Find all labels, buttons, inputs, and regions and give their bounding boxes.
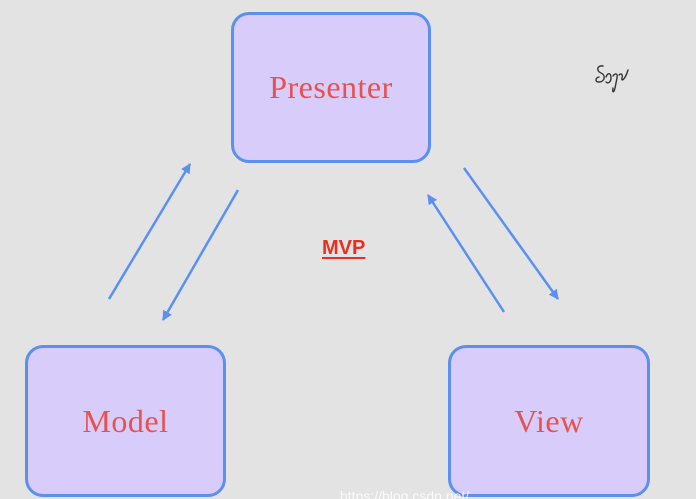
arrow-model-to-presenter [107,163,192,300]
signature-icon [595,65,629,93]
arrow-view-to-presenter [426,194,506,313]
view-node: View [448,345,650,497]
diagram-title: MVP [322,237,366,259]
arrow-presenter-to-model [161,189,240,321]
model-label: Model [82,402,169,439]
model-node: Model [25,345,226,497]
presenter-node: Presenter [231,12,431,163]
arrow-presenter-to-view [462,167,560,300]
view-label: View [514,402,584,439]
presenter-label: Presenter [269,69,393,105]
watermark-text: https://blog.csdn.net/... [340,489,481,499]
